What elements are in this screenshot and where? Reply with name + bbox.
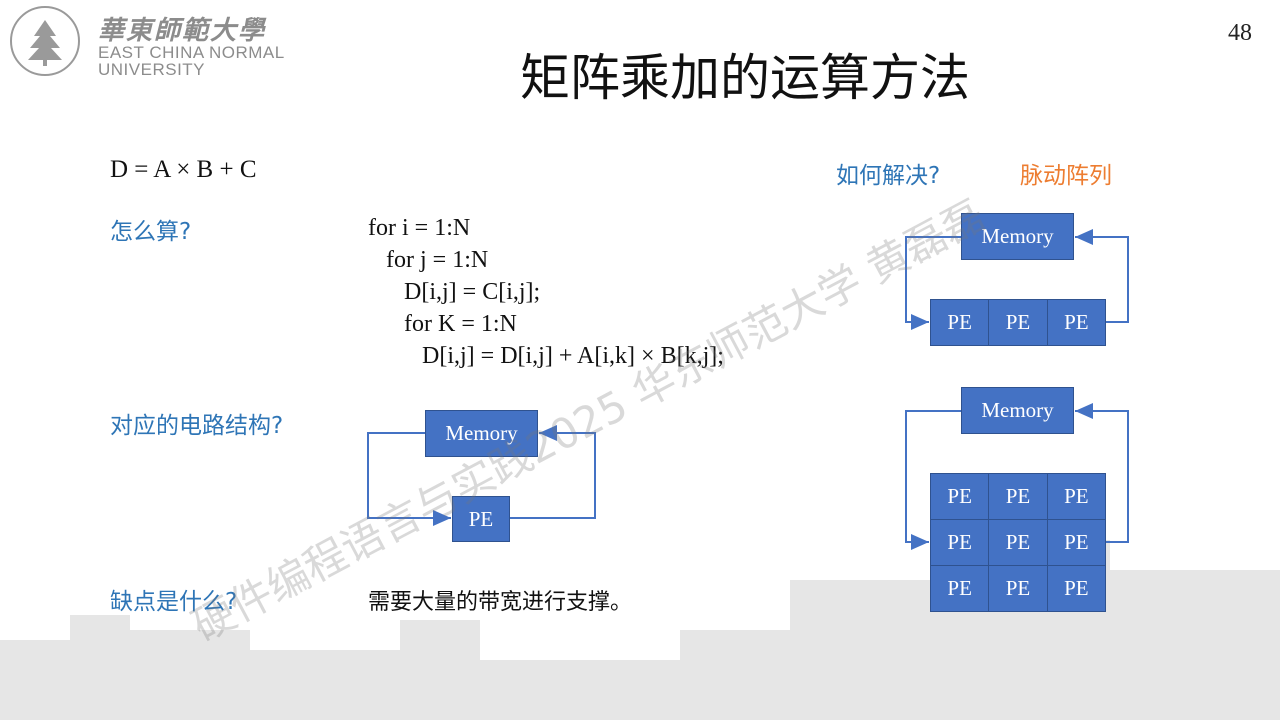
pe-cell: PE [931,300,988,345]
pe-row: PE PE PE [930,299,1106,346]
pe-cell: PE [989,520,1046,565]
memory-block-grid: Memory [961,387,1074,434]
pe-cell: PE [931,520,988,565]
pe-cell: PE [989,474,1046,519]
pe-cell: PE [989,300,1046,345]
pe-cell: PE [1048,520,1105,565]
pe-cell: PE [1048,566,1105,611]
pe-block: PE [452,496,510,542]
pe-cell: PE [1048,300,1105,345]
pe-grid: PE PE PE PE PE PE PE PE PE [930,473,1106,612]
memory-block-row: Memory [961,213,1074,260]
memory-block: Memory [425,410,538,457]
pe-cell: PE [931,474,988,519]
pe-cell: PE [1048,474,1105,519]
pe-cell: PE [931,566,988,611]
pe-cell: PE [989,566,1046,611]
